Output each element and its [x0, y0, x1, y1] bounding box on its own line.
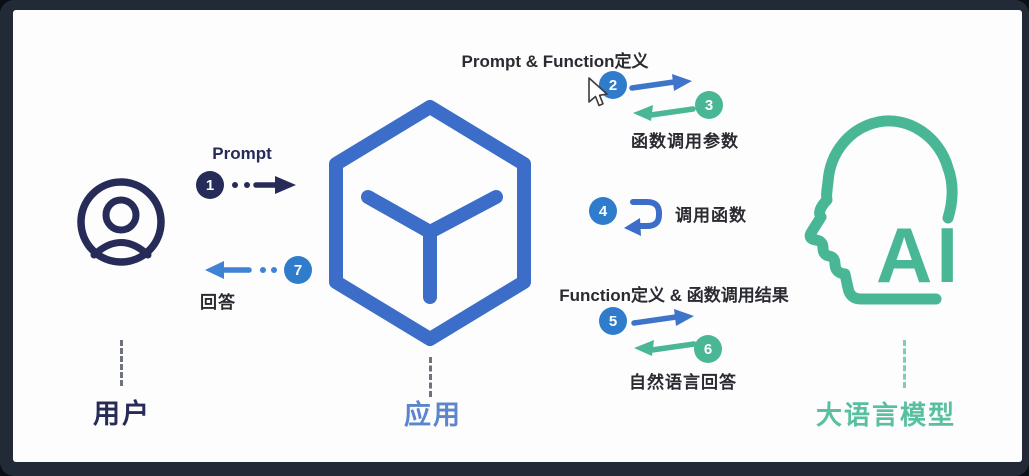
exchange-bottom-caption: 自然语言回答 — [629, 373, 737, 392]
step2-right-arrow-icon — [629, 74, 692, 91]
mouse-cursor-icon — [588, 77, 608, 107]
user-connector-line — [120, 340, 123, 386]
step7-dot — [271, 267, 277, 273]
llm-label: 大语言模型 — [815, 400, 956, 430]
step1-label: Prompt — [212, 144, 272, 163]
step1-right-arrow-icon — [253, 176, 296, 194]
step7-left-arrow-icon — [205, 261, 252, 279]
step7-dot — [260, 267, 266, 273]
app-connector-line — [429, 357, 432, 397]
step4-label: 调用函数 — [675, 206, 747, 225]
llm-connector-line — [903, 340, 906, 388]
ai-head-icon: AI — [804, 115, 962, 305]
step4-badge: 4 — [589, 197, 617, 225]
ai-text: AI — [876, 211, 962, 299]
step7-label: 回答 — [200, 293, 236, 312]
step6-left-arrow-icon — [634, 340, 697, 356]
step3-badge: 3 — [695, 91, 723, 119]
step3-left-arrow-icon — [633, 105, 696, 121]
step4-loop-arrow-icon — [624, 199, 662, 236]
exchange-top-caption: 函数调用参数 — [631, 132, 739, 151]
user-icon — [77, 178, 165, 266]
step7-badge: 7 — [284, 256, 312, 284]
diagram-canvas: 用户 Prompt 1 7 回答 应用 Prompt & Function定义 … — [13, 10, 1022, 462]
step6-badge: 6 — [694, 335, 722, 363]
exchange-bottom-title: Function定义 & 函数调用结果 — [559, 286, 789, 305]
step5-badge: 5 — [599, 307, 627, 335]
app-label: 应用 — [404, 400, 462, 430]
step5-right-arrow-icon — [631, 309, 694, 326]
step1-dot — [232, 182, 238, 188]
step1-dot — [244, 182, 250, 188]
exchange-top-title: Prompt & Function定义 — [461, 52, 649, 71]
app-cube-icon — [329, 100, 531, 346]
user-label: 用户 — [93, 399, 151, 429]
step1-badge: 1 — [196, 171, 224, 199]
